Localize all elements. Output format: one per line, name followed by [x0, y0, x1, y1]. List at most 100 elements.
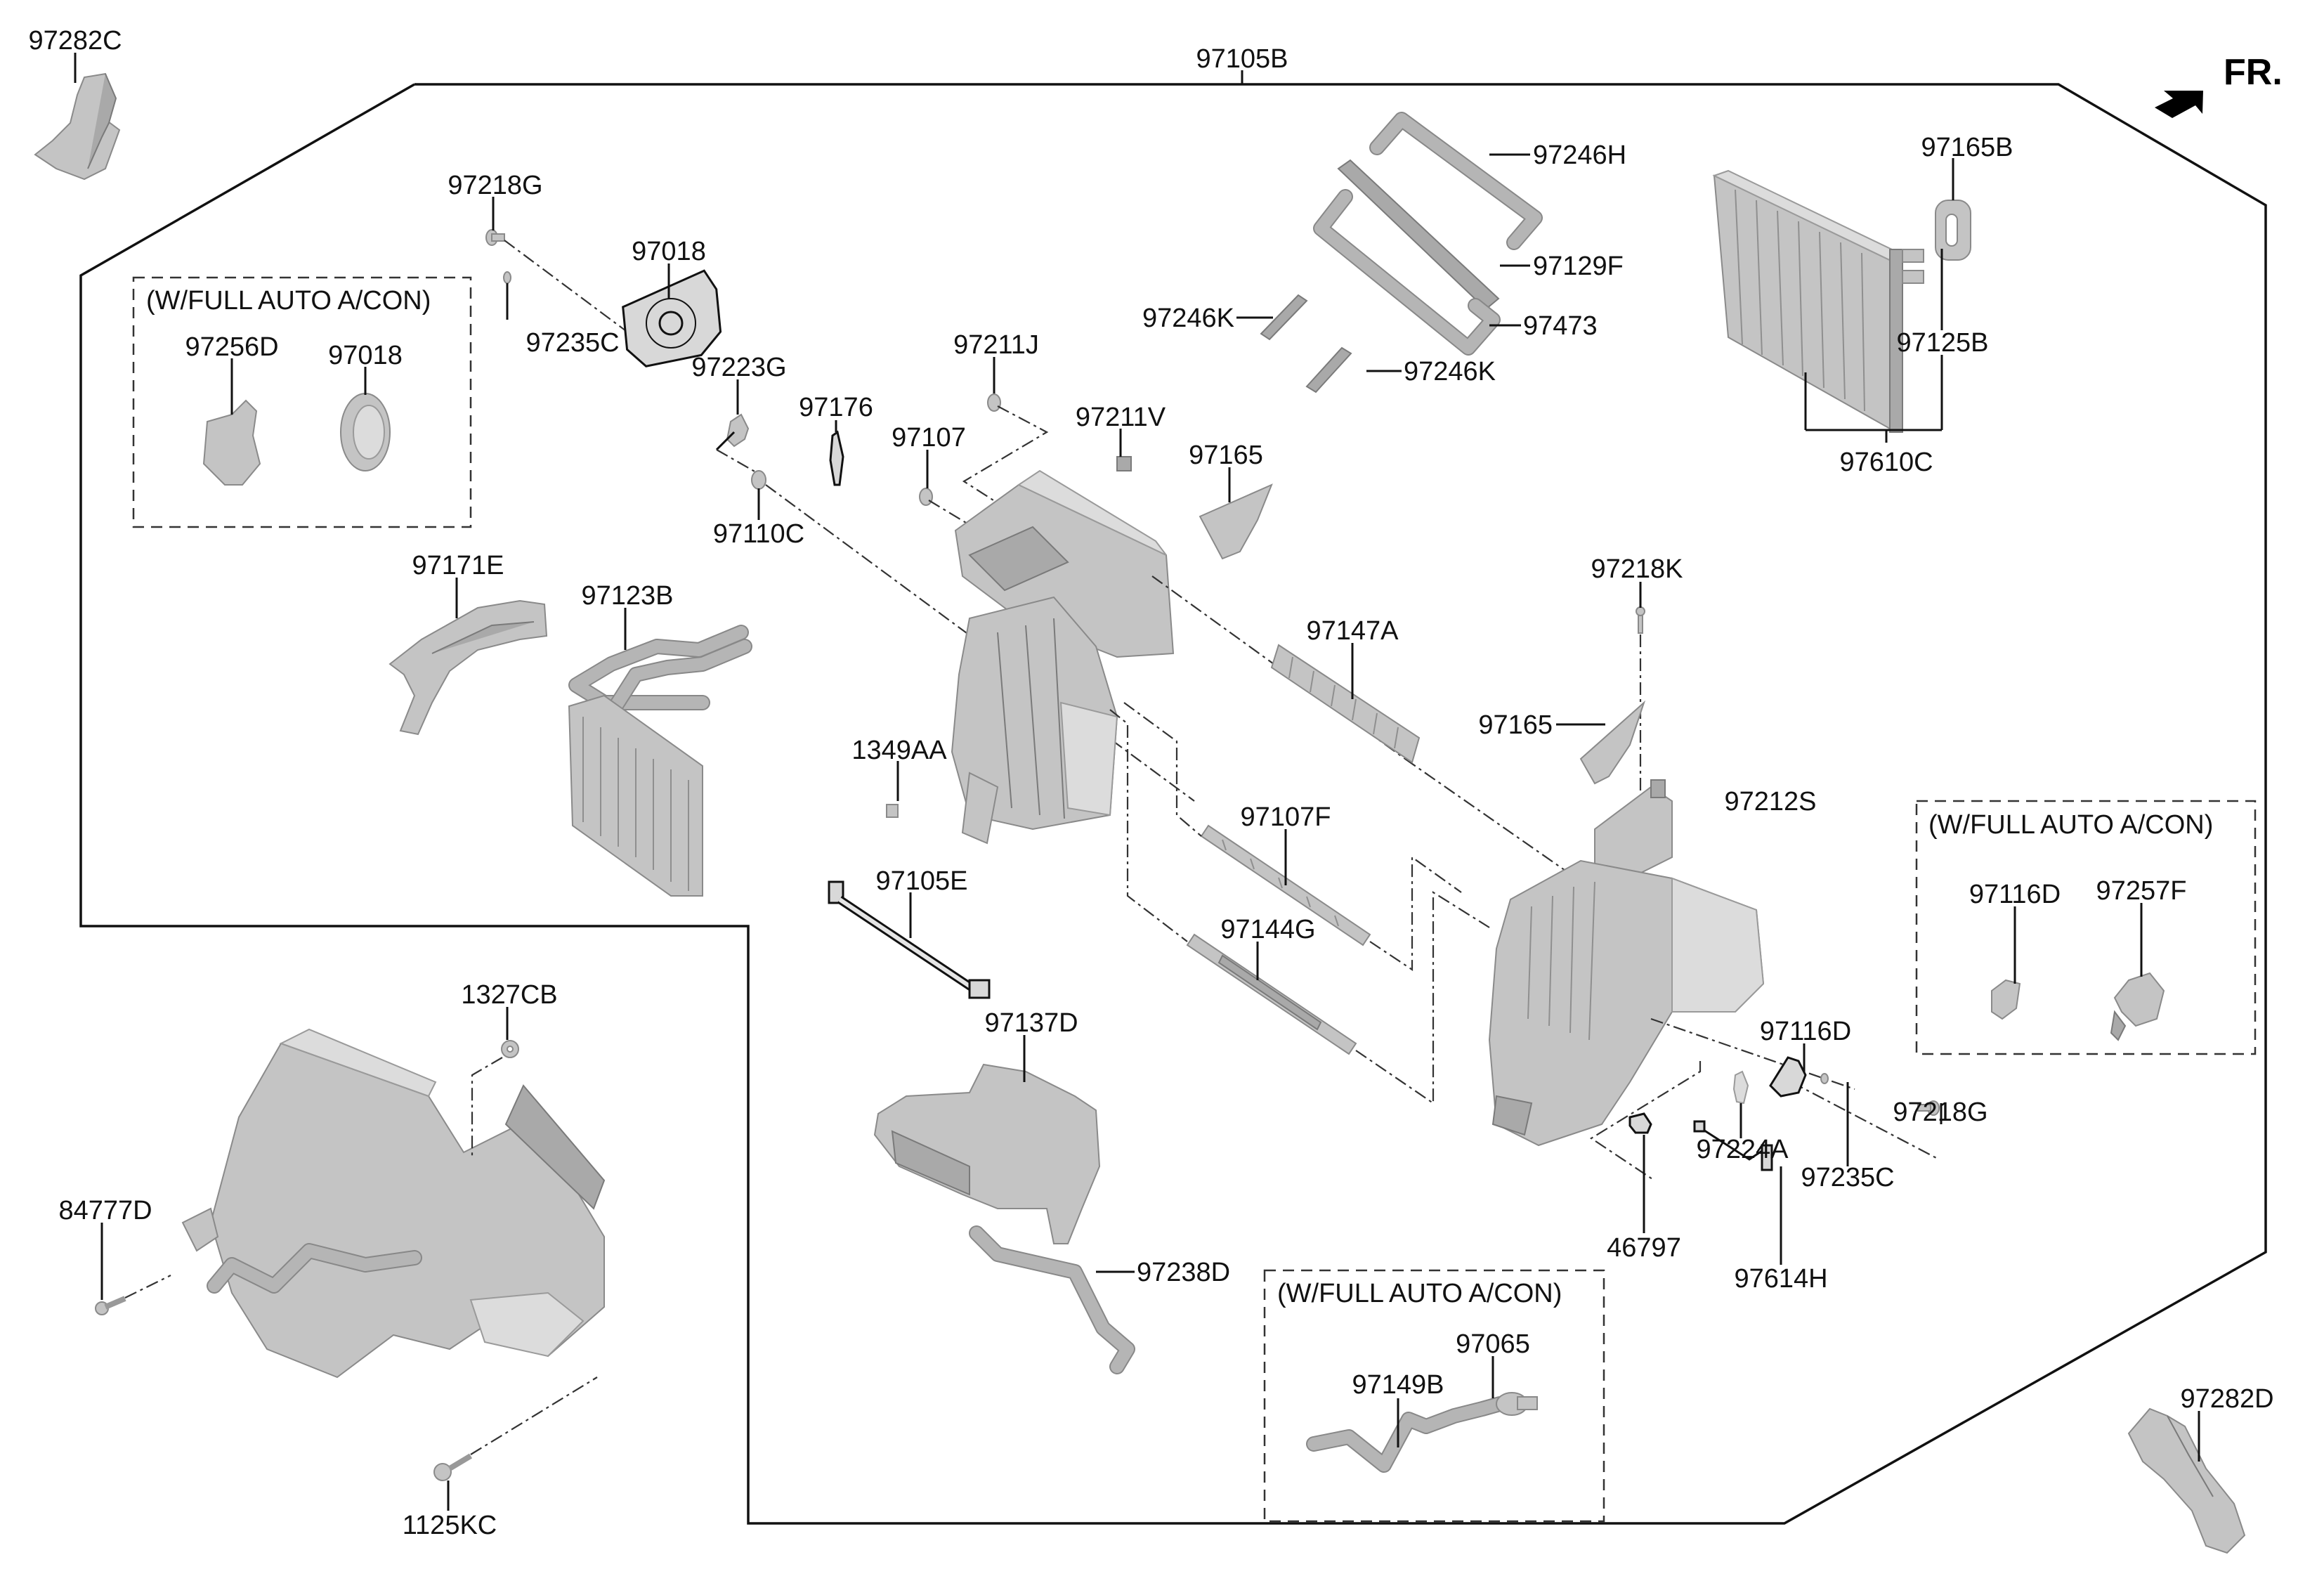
part-label-97107[interactable]: 97107: [892, 423, 966, 453]
part-97107-graphic[interactable]: [919, 488, 933, 506]
part-label-97223G[interactable]: 97223G: [691, 353, 786, 382]
part-97211V-graphic[interactable]: [954, 456, 1175, 658]
part-label-97246K[interactable]: 97246K: [1142, 304, 1234, 333]
part-label-97149B[interactable]: 97149B: [1352, 1370, 1444, 1400]
part-97610C-graphic[interactable]: [1712, 169, 1924, 433]
part-97123B-graphic[interactable]: [568, 625, 752, 897]
part-label-97018[interactable]: 97018: [632, 237, 706, 266]
part-97176-graphic[interactable]: [829, 430, 844, 486]
part-1327CB-graphic[interactable]: [501, 1040, 519, 1058]
part-97223G-graphic[interactable]: [715, 413, 750, 451]
part-97238D-graphic[interactable]: [969, 1225, 1135, 1374]
assembly-dashline: [1589, 1061, 1702, 1181]
part-97165B-graphic[interactable]: [1935, 200, 1971, 261]
part-97235C-b-graphic[interactable]: [1820, 1073, 1829, 1084]
part-label-97123B[interactable]: 97123B: [581, 581, 673, 611]
part-label-1327CB[interactable]: 1327CB: [461, 980, 557, 1010]
part-97246K-b-graphic[interactable]: [1305, 346, 1352, 393]
part-1125KC-graphic[interactable]: [433, 1453, 473, 1481]
part-label-97256D[interactable]: 97256D: [185, 332, 278, 362]
part-label-97144G[interactable]: 97144G: [1220, 915, 1315, 944]
part-97473-graphic[interactable]: [1313, 189, 1501, 356]
part-97065-graphic[interactable]: [1496, 1392, 1538, 1416]
part-97211J-graphic[interactable]: [987, 393, 1001, 412]
part-97246K-a-graphic[interactable]: [1260, 294, 1308, 341]
part-main-case-right-graphic[interactable]: [1488, 859, 1765, 1147]
part-97147A-graphic[interactable]: [1270, 644, 1421, 764]
part-label-97224A[interactable]: 97224A: [1696, 1135, 1789, 1164]
part-97282D-graphic[interactable]: [2127, 1407, 2246, 1554]
part-97116D-b-graphic[interactable]: [1769, 1056, 1807, 1098]
part-label-97110C[interactable]: 97110C: [713, 519, 804, 549]
part-label-97129F[interactable]: 97129F: [1533, 252, 1624, 281]
part-label-97282C[interactable]: 97282C: [28, 26, 122, 56]
part-97165-a-graphic[interactable]: [1199, 483, 1273, 560]
part-label-97125B[interactable]: 97125B: [1896, 328, 1988, 358]
part-97116D-a-graphic[interactable]: [1991, 979, 2021, 1020]
part-label-97212S[interactable]: 97212S: [1724, 787, 1816, 816]
part-label-97614H[interactable]: 97614H: [1734, 1264, 1827, 1294]
part-97129F-graphic[interactable]: [1337, 159, 1500, 311]
part-97144G-graphic[interactable]: [1186, 933, 1357, 1055]
part-label-97218G[interactable]: 97218G: [1893, 1098, 1987, 1127]
part-label-97473[interactable]: 97473: [1523, 311, 1598, 341]
part-full-assembly-graphic[interactable]: [181, 1028, 606, 1379]
option-group-header: (W/FULL AUTO A/CON): [1277, 1279, 1562, 1308]
part-label-97165[interactable]: 97165: [1189, 441, 1263, 470]
part-label-97246K[interactable]: 97246K: [1404, 357, 1496, 386]
part-97246H-graphic[interactable]: [1369, 112, 1543, 250]
part-label-97171E[interactable]: 97171E: [412, 551, 504, 580]
part-label-97176[interactable]: 97176: [799, 393, 873, 422]
part-label-97165[interactable]: 97165: [1478, 710, 1553, 740]
part-97165-b-graphic[interactable]: [1579, 700, 1646, 785]
part-label-84777D[interactable]: 84777D: [58, 1196, 152, 1225]
assembly-dashline: [1151, 575, 1406, 760]
part-97105E-graphic[interactable]: [828, 880, 991, 999]
part-1349AA-graphic[interactable]: [886, 804, 899, 818]
assembly-label[interactable]: 97105B: [1196, 44, 1288, 74]
part-intake-case-graphic[interactable]: [951, 596, 1118, 845]
part-97282C-graphic[interactable]: [34, 72, 121, 181]
part-97137D-graphic[interactable]: [873, 1063, 1101, 1244]
part-97614H-graphic[interactable]: [1693, 1120, 1773, 1171]
part-label-97107F[interactable]: 97107F: [1241, 802, 1331, 832]
part-97212S-graphic[interactable]: [1594, 779, 1673, 887]
part-label-97238D[interactable]: 97238D: [1137, 1258, 1230, 1287]
part-84777D-graphic[interactable]: [95, 1296, 126, 1315]
part-label-46797[interactable]: 46797: [1607, 1233, 1681, 1263]
part-label-97235C[interactable]: 97235C: [1801, 1163, 1894, 1192]
part-label-97610C[interactable]: 97610C: [1839, 448, 1933, 477]
part-label-97235C[interactable]: 97235C: [525, 328, 619, 358]
part-label-97218K[interactable]: 97218K: [1591, 554, 1683, 584]
part-97218K-graphic[interactable]: [1636, 606, 1645, 634]
part-label-97257F[interactable]: 97257F: [2096, 876, 2187, 906]
part-97218G-a-graphic[interactable]: [485, 229, 505, 246]
part-97110C-graphic[interactable]: [751, 470, 766, 490]
part-label-97105E[interactable]: 97105E: [875, 866, 967, 896]
part-label-97218G[interactable]: 97218G: [448, 171, 542, 200]
part-label-97147A[interactable]: 97147A: [1306, 616, 1399, 646]
part-label-97282D[interactable]: 97282D: [2180, 1384, 2273, 1414]
part-label-97116D[interactable]: 97116D: [1760, 1017, 1851, 1046]
part-97235C-a-graphic[interactable]: [503, 271, 511, 284]
part-label-1349AA[interactable]: 1349AA: [851, 736, 947, 765]
part-label-97211V[interactable]: 97211V: [1076, 403, 1166, 432]
part-label-97246H[interactable]: 97246H: [1533, 141, 1626, 170]
part-97256D-graphic[interactable]: [202, 399, 261, 486]
part-label-97065[interactable]: 97065: [1456, 1329, 1530, 1359]
part-label-97137D[interactable]: 97137D: [984, 1008, 1078, 1038]
part-label-1125KC[interactable]: 1125KC: [403, 1511, 497, 1540]
part-46797-graphic[interactable]: [1628, 1112, 1652, 1134]
part-97171E-graphic[interactable]: [389, 599, 548, 736]
part-97018-b-graphic[interactable]: [340, 393, 391, 471]
part-97149B-graphic[interactable]: [1306, 1396, 1508, 1473]
part-label-97211J[interactable]: 97211J: [953, 330, 1039, 360]
part-label-97018[interactable]: 97018: [328, 341, 403, 370]
part-97018-a-graphic[interactable]: [613, 269, 732, 374]
part-label-97165B[interactable]: 97165B: [1921, 133, 2013, 162]
part-97224A-graphic[interactable]: [1732, 1070, 1749, 1105]
part-label-97116D[interactable]: 97116D: [1969, 880, 2061, 909]
part-97257F-graphic[interactable]: [2110, 972, 2165, 1041]
part-97218G-b-graphic[interactable]: [1917, 1100, 1940, 1116]
